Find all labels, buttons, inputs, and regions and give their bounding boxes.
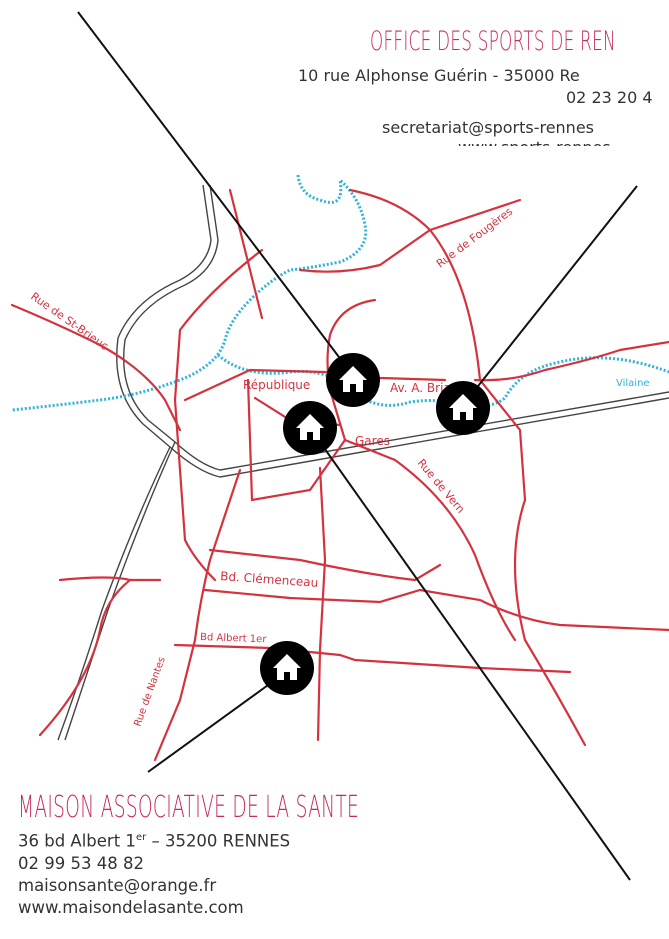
label-rue-de-vern: Rue de Vern — [415, 457, 468, 516]
home-icon — [273, 654, 301, 680]
maison-phone: 02 99 53 48 82 — [18, 853, 144, 873]
label-rue-de-nantes: Rue de Nantes — [132, 656, 167, 728]
streets — [10, 188, 669, 762]
label-rue-de-st-brieuc: Rue de St-Brieuc — [28, 290, 110, 353]
marker-gares[interactable] — [283, 401, 337, 455]
maison-address-street: 36 bd Albert 1 — [18, 831, 136, 851]
maison-sante-info: MAISON ASSOCIATIVE DE LA SANTE 36 bd Alb… — [18, 790, 568, 919]
home-icon — [449, 394, 477, 420]
office-phone: 02 23 20 4 — [566, 88, 653, 107]
maison-address: 36 bd Albert 1er – 35200 RENNES — [18, 827, 568, 853]
office-title: OFFICE DES SPORTS DE REN — [370, 26, 616, 57]
marker-briand[interactable] — [436, 381, 490, 435]
maison-email[interactable]: maisonsante@orange.fr — [18, 875, 217, 895]
label-gares: Gares — [355, 434, 390, 448]
maison-title: MAISON ASSOCIATIVE DE LA SANTE — [18, 790, 360, 825]
office-website[interactable]: www.sports-rennes — [458, 138, 611, 146]
label-bd-albert: Bd Albert 1er — [200, 632, 268, 645]
label-bd-clemenceau: Bd. Clémenceau — [220, 569, 319, 590]
railway — [57, 184, 669, 741]
maison-website[interactable]: www.maisondelasante.com — [18, 897, 244, 917]
office-address: 10 rue Alphonse Guérin - 35000 Re — [298, 66, 580, 85]
maison-address-sup: er — [135, 832, 147, 843]
home-icon — [339, 366, 367, 392]
office-des-sports-info: OFFICE DES SPORTS DE REN 10 rue Alphonse… — [0, 26, 669, 146]
label-vilaine: Vilaine — [616, 378, 650, 389]
marker-albert[interactable] — [260, 641, 314, 695]
maison-address-city: – 35200 RENNES — [146, 831, 291, 851]
office-email[interactable]: secretariat@sports-rennes — [382, 118, 594, 137]
label-republique: République — [243, 378, 310, 392]
callout-lines — [77, 11, 638, 881]
home-icon — [296, 414, 324, 440]
marker-republique[interactable] — [326, 353, 380, 407]
